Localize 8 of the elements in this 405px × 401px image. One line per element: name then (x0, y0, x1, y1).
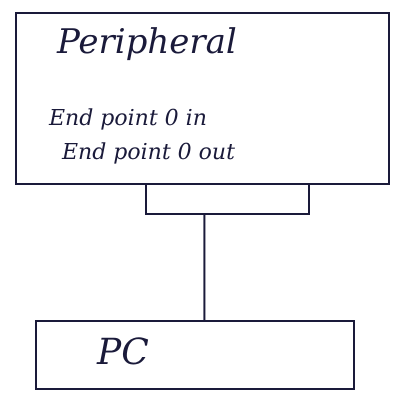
node-title: PC (97, 332, 149, 373)
node-text: End point 0 out (62, 140, 235, 165)
node-text: End point 0 in (49, 106, 207, 131)
connector-line (203, 215, 206, 320)
process-box (35, 320, 355, 390)
node-title: Peripheral (57, 22, 237, 62)
process-box (15, 12, 390, 185)
connector-box (145, 183, 310, 215)
